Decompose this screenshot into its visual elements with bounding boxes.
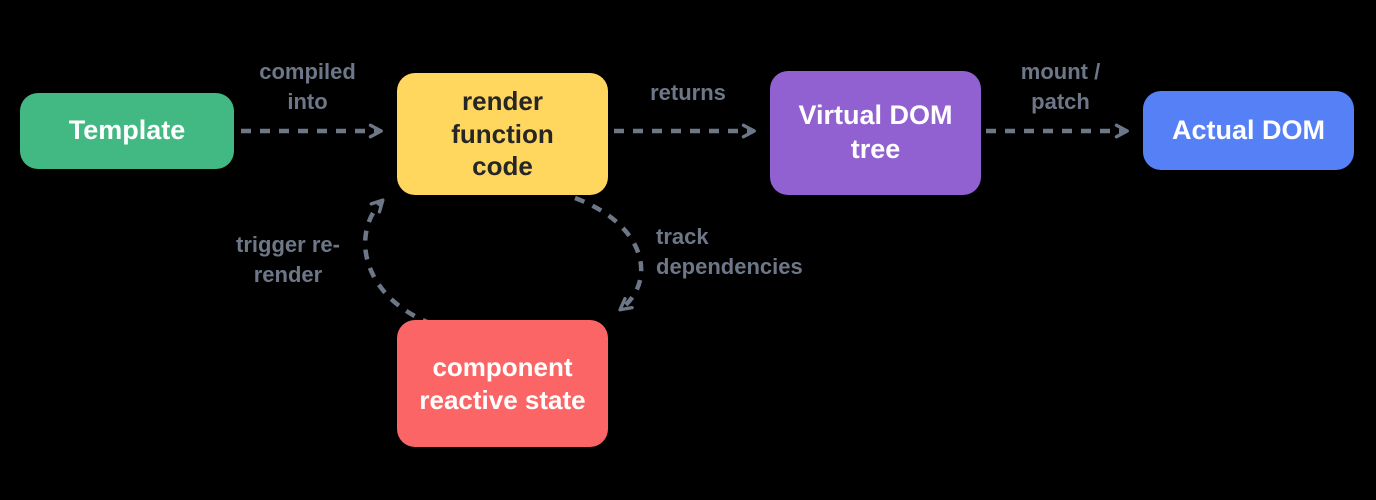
node-template: Template bbox=[20, 93, 234, 169]
arrow-track-dependencies bbox=[574, 195, 644, 312]
node-actual-dom-label: Actual DOM bbox=[1171, 114, 1325, 145]
arrow-trigger-rerender bbox=[362, 198, 433, 327]
edge-label-compiled-into-text: compiled into bbox=[259, 59, 356, 114]
node-actual-dom: Actual DOM bbox=[1143, 91, 1354, 170]
edge-label-returns: returns bbox=[628, 78, 748, 108]
node-component-reactive-state: component reactive state bbox=[397, 320, 608, 447]
node-component-reactive-state-label: component reactive state bbox=[419, 352, 586, 415]
node-virtual-dom-tree-label: Virtual DOM tree bbox=[798, 100, 953, 164]
edge-label-mount-patch: mount / patch bbox=[993, 57, 1128, 116]
edge-label-mount-patch-text: mount / patch bbox=[1020, 59, 1101, 114]
edge-label-compiled-into: compiled into bbox=[240, 57, 375, 116]
node-render-function-code-label: render function code bbox=[451, 86, 554, 182]
node-render-function-code: render function code bbox=[397, 73, 608, 195]
edge-label-trigger-rerender-text: trigger re-render bbox=[236, 232, 340, 287]
node-virtual-dom-tree: Virtual DOM tree bbox=[770, 71, 981, 195]
edge-label-track-dependencies-text: track dependencies bbox=[656, 224, 803, 279]
edge-label-trigger-rerender: trigger re-render bbox=[228, 230, 348, 289]
node-template-label: Template bbox=[68, 115, 186, 146]
edge-label-track-dependencies: track dependencies bbox=[656, 222, 831, 281]
edge-label-returns-text: returns bbox=[650, 80, 726, 105]
